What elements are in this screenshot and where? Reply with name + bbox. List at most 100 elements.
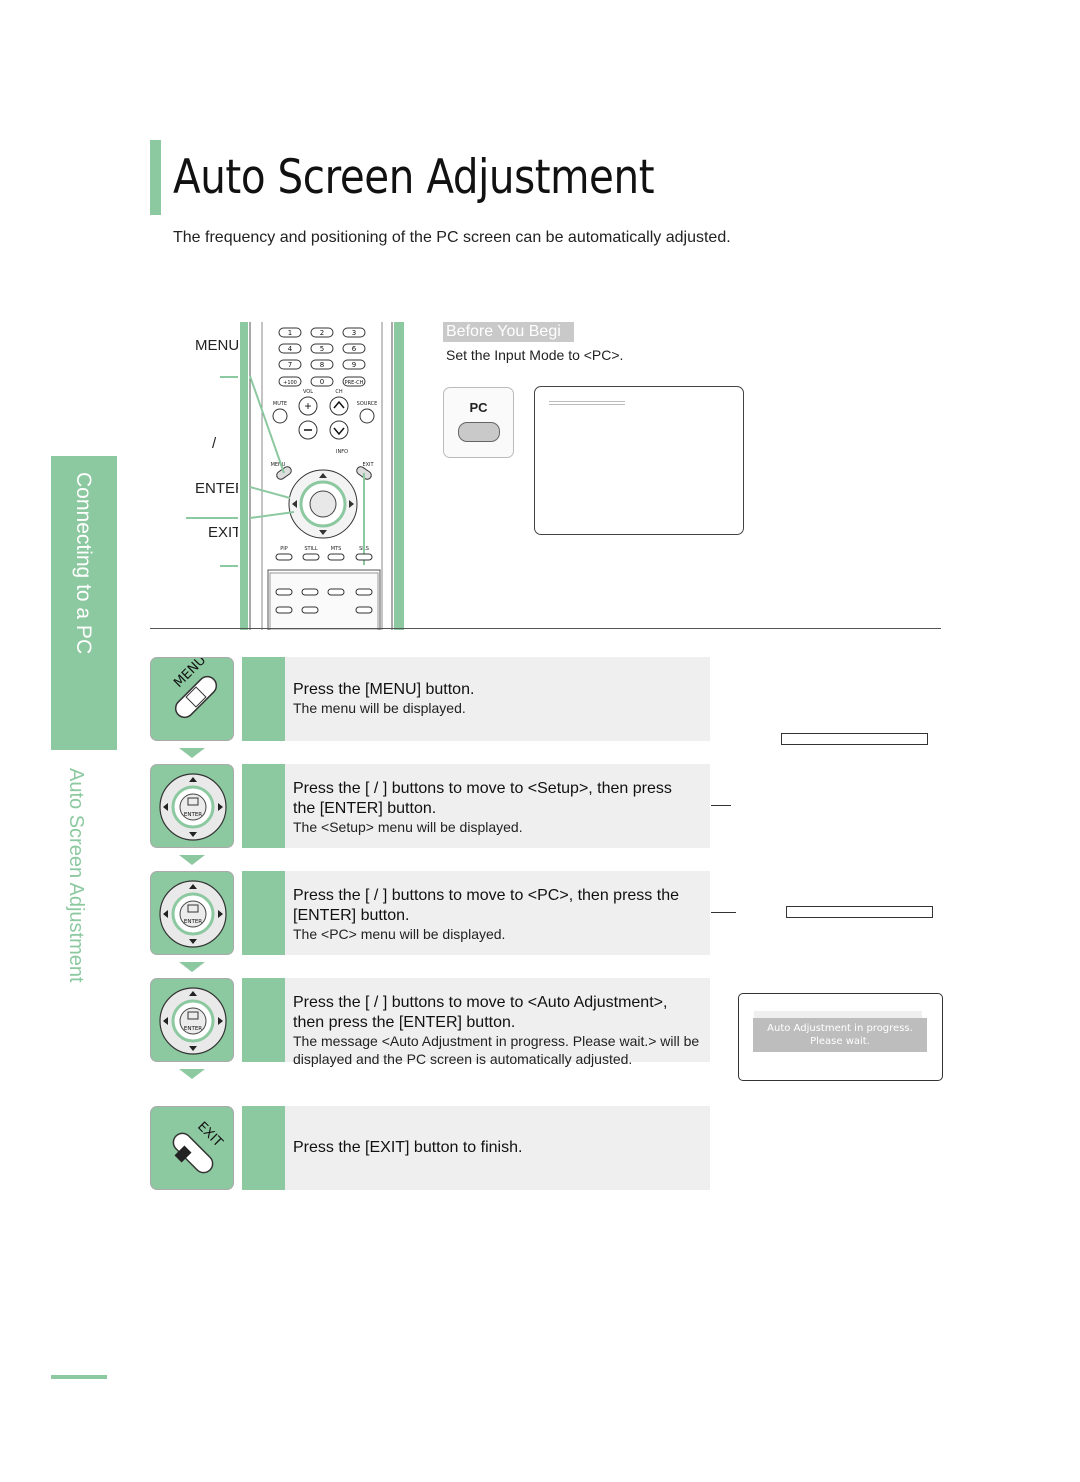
remote-label-enter: ENTER	[195, 480, 246, 497]
remote-small-button	[301, 588, 319, 596]
remote-small-label: MUTE	[273, 401, 287, 407]
step-4-main-line2: then press the [ENTER] button.	[293, 1014, 516, 1031]
remote-small-label: EXIT	[362, 462, 374, 468]
step-2-main-line2: the [ENTER] button.	[293, 800, 437, 817]
remote-key	[278, 327, 302, 338]
step-3-main-line1: Press the [ / ] buttons to move to <PC>,…	[293, 887, 679, 904]
step-3-main-line2: [ENTER] button.	[293, 907, 410, 924]
remote-key-label: 4	[288, 345, 293, 353]
remote-small-button	[327, 588, 345, 596]
svg-text:+: +	[304, 399, 311, 413]
remote-key-label: 6	[352, 345, 357, 353]
remote-key-label: 2	[320, 329, 324, 337]
exit-button-icon: EXIT	[150, 1106, 234, 1190]
remote-small-label: PIP	[280, 546, 288, 552]
page-title: Auto Screen Adjustment	[173, 150, 655, 205]
remote-key-label: 8	[320, 361, 324, 369]
remote-small-label: STILL	[304, 546, 317, 552]
progress-message-line2: Please wait.	[810, 1036, 870, 1047]
remote-small-label: INFO	[336, 449, 348, 455]
remote-key-label: +100	[283, 380, 297, 386]
remote-key-label: 5	[320, 345, 324, 353]
remote-small-button	[275, 606, 293, 614]
remote-small-button	[355, 588, 373, 596]
step-2-sub: The <Setup> menu will be displayed.	[293, 819, 523, 835]
remote-key	[342, 359, 366, 370]
remote-label-exit: EXIT	[208, 524, 242, 541]
step-marker	[242, 657, 285, 741]
remote-small-label: SOURCE	[357, 401, 378, 407]
step-1-main: Press the [MENU] button.	[293, 681, 475, 698]
remote-label-slash: /	[212, 435, 217, 452]
remote-key-label: 1	[288, 329, 292, 337]
leader-line	[711, 805, 731, 806]
progress-message: Auto Adjustment in progress. Please wait…	[753, 1018, 927, 1052]
step-marker	[242, 978, 285, 1062]
progress-message-line1: Auto Adjustment in progress.	[767, 1023, 913, 1034]
screen-preview-line	[549, 401, 625, 405]
remote-key	[310, 359, 334, 370]
enter-pad-icon: ENTER	[150, 978, 234, 1062]
leader-line	[220, 565, 250, 567]
remote-small-label: MENU	[271, 462, 286, 468]
pc-button-illustration: PC	[443, 387, 514, 458]
step-2-main-line1: Press the [ / ] buttons to move to <Setu…	[293, 780, 672, 797]
page-subtitle: The frequency and positioning of the PC …	[173, 229, 731, 246]
remote-small-button	[302, 553, 320, 561]
step-2-panel: Press the [ / ] buttons to move to <Setu…	[285, 764, 710, 848]
progress-popup: Auto Adjustment in progress. Please wait…	[738, 993, 943, 1081]
step-1-panel: Press the [MENU] button. The menu will b…	[285, 657, 710, 741]
step-4-sub-line2: displayed and the PC screen is automatic…	[293, 1051, 633, 1067]
remote-small-button	[275, 588, 293, 596]
step-down-arrow	[179, 1069, 205, 1079]
remote-small-label: CH	[335, 389, 342, 395]
before-you-begin-text: Set the Input Mode to <PC>.	[446, 347, 624, 363]
step-marker	[242, 871, 285, 955]
remote-key	[310, 376, 334, 387]
remote-key	[310, 343, 334, 354]
step-4-sub-line1: The message <Auto Adjustment in progress…	[293, 1033, 700, 1049]
remote-key	[342, 343, 366, 354]
step-3-panel: Press the [ / ] buttons to move to <PC>,…	[285, 871, 710, 955]
remote-key-label: 9	[352, 361, 356, 369]
step-down-arrow	[179, 855, 205, 865]
side-tab	[51, 456, 117, 750]
side-tab-label: Connecting to a PC	[72, 472, 95, 655]
side-tab-label-wrap: Connecting to a PC	[51, 456, 117, 750]
remote-key	[278, 343, 302, 354]
remote-key-label: PRE-CH	[345, 380, 364, 386]
remote-label-menu: MENU	[195, 337, 240, 354]
menu-bar-outline	[786, 906, 933, 918]
screen-preview	[534, 386, 744, 535]
section-divider	[150, 628, 941, 629]
step-down-arrow	[179, 962, 205, 972]
step-down-arrow	[179, 748, 205, 758]
remote-small-label: VOL	[303, 389, 313, 395]
title-accent-bar	[150, 140, 161, 215]
page-footer-line	[51, 1375, 107, 1379]
remote-control-illustration: 1 2 3 4 5 6 7 8 9 +100 0 PRE-CH VOL CH MUTE SOURCE INFO…	[238, 322, 408, 630]
step-4-panel: Press the [ / ] buttons to move to <Auto…	[285, 978, 710, 1067]
side-section-label: Auto Screen Adjustment	[65, 768, 87, 983]
step-3-sub: The <PC> menu will be displayed.	[293, 926, 506, 942]
remote-key-label: 0	[320, 378, 324, 386]
remote-key	[310, 327, 334, 338]
svg-text:ENTER: ENTER	[184, 1026, 202, 1032]
before-you-begin-heading: Before You Begi	[443, 322, 574, 342]
step-5-main: Press the [EXIT] button to finish.	[293, 1139, 523, 1156]
menu-button-icon: MENU	[150, 657, 234, 741]
pc-button-pill	[458, 422, 500, 442]
step-1-sub: The menu will be displayed.	[293, 700, 466, 716]
enter-pad-icon: ENTER	[150, 871, 234, 955]
remote-key-label: 7	[288, 361, 292, 369]
menu-bar-outline	[781, 733, 928, 745]
leader-line	[186, 517, 250, 519]
remote-key-label: 3	[352, 329, 356, 337]
remote-small-button	[275, 553, 293, 561]
remote-key	[278, 376, 302, 387]
remote-small-button	[301, 606, 319, 614]
step-5-panel: Press the [EXIT] button to finish.	[285, 1106, 710, 1190]
svg-text:ENTER: ENTER	[184, 812, 202, 818]
remote-key	[342, 376, 366, 387]
leader-line	[220, 376, 250, 378]
